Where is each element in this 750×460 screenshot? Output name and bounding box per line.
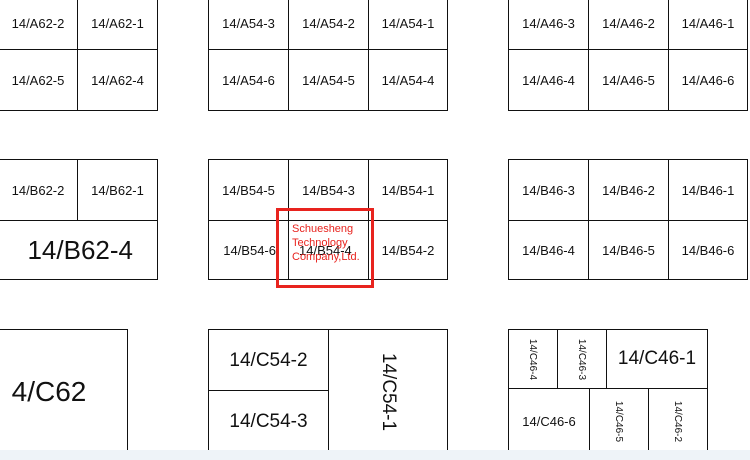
booth-label: 14/B46-2 (602, 182, 655, 198)
company-line-2: Technology (292, 237, 348, 249)
booth-14-a62-2[interactable]: 14/A62-2 (0, 0, 78, 50)
booth-label: 14/A46-6 (681, 72, 735, 88)
company-line-3: Company,Ltd. (292, 251, 360, 263)
booth-14-a46-4[interactable]: 14/A46-4 (508, 49, 589, 111)
booth-4-c62[interactable]: 4/C62 (0, 329, 128, 454)
booth-label: 14/B62-4 (27, 234, 133, 265)
booth-14-b62-4[interactable]: 14/B62-4 (0, 220, 158, 280)
booth-label: 14/C46-1 (617, 348, 697, 369)
booth-label: 14/A54-4 (381, 72, 435, 88)
booth-label: 14/B46-1 (681, 182, 735, 198)
booth-14-b54-4[interactable]: 14/B54-4 (288, 220, 369, 280)
booth-14-c46-5[interactable]: 14/C46-5 (589, 388, 649, 454)
booth-label: 4/C62 (11, 375, 87, 407)
booth-14-a54-4[interactable]: 14/A54-4 (368, 49, 448, 111)
booth-label: 14/A54-3 (222, 15, 275, 31)
booth-label: 14/C46-4 (527, 338, 539, 380)
booth-label: 14/B46-5 (602, 242, 655, 258)
booth-label: 14/B54-4 (299, 242, 352, 258)
booth-label: 14/A54-6 (222, 72, 275, 88)
booth-label: 14/B54-1 (381, 182, 435, 198)
booth-label: 14/B62-1 (91, 182, 144, 198)
booth-14-c54-2[interactable]: 14/C54-2 (208, 329, 329, 392)
booth-14-c54-1[interactable]: 14/C54-1 (328, 329, 448, 454)
booth-14-c46-1[interactable]: 14/C46-1 (606, 329, 708, 389)
booth-label: 14/A62-5 (11, 72, 65, 88)
booth-label: 14/C54-3 (229, 411, 308, 432)
booth-label: 14/A46-4 (522, 72, 575, 88)
booth-label: 14/B46-3 (522, 182, 575, 198)
booth-14-b62-2[interactable]: 14/B62-2 (0, 159, 78, 221)
booth-label: 14/C46-3 (576, 338, 588, 380)
booth-label: 14/B46-6 (681, 242, 735, 258)
booth-label: 14/B54-2 (381, 242, 435, 258)
booth-label: 14/A46-5 (602, 72, 655, 88)
booth-label: 14/B54-3 (302, 182, 355, 198)
viewport-bottom-strip (0, 450, 750, 460)
company-line-1: Schuesheng (292, 223, 354, 235)
booth-14-b46-4[interactable]: 14/B46-4 (508, 220, 589, 280)
booth-14-b54-5[interactable]: 14/B54-5 (208, 159, 289, 221)
booth-14-a46-1[interactable]: 14/A46-1 (668, 0, 748, 50)
booth-label: 14/A62-2 (11, 15, 65, 31)
booth-14-a54-1[interactable]: 14/A54-1 (368, 0, 448, 50)
booth-14-b46-5[interactable]: 14/B46-5 (588, 220, 669, 280)
booth-14-c46-3[interactable]: 14/C46-3 (557, 329, 607, 389)
booth-14-a46-6[interactable]: 14/A46-6 (668, 49, 748, 111)
exhibitor-name-label: Schuesheng Technology Company,Ltd. (292, 222, 372, 264)
booth-14-c46-6[interactable]: 14/C46-6 (508, 388, 590, 454)
booth-14-b54-2[interactable]: 14/B54-2 (368, 220, 448, 280)
booth-label: 14/A62-1 (91, 15, 144, 31)
booth-label: 14/A46-3 (522, 15, 575, 31)
booth-label: 14/C46-5 (613, 400, 625, 442)
booth-14-b46-1[interactable]: 14/B46-1 (668, 159, 748, 221)
booth-14-c46-4[interactable]: 14/C46-4 (508, 329, 558, 389)
booth-14-a46-3[interactable]: 14/A46-3 (508, 0, 589, 50)
booth-14-b46-2[interactable]: 14/B46-2 (588, 159, 669, 221)
booth-14-c54-3[interactable]: 14/C54-3 (208, 390, 329, 454)
booth-14-a54-6[interactable]: 14/A54-6 (208, 49, 289, 111)
booth-14-a54-2[interactable]: 14/A54-2 (288, 0, 369, 50)
booth-14-a62-1[interactable]: 14/A62-1 (77, 0, 158, 50)
booth-14-b54-6[interactable]: 14/B54-6 (208, 220, 289, 280)
booth-14-b62-1[interactable]: 14/B62-1 (77, 159, 158, 221)
booth-label: 14/A62-4 (91, 72, 144, 88)
booth-label: 14/A46-2 (602, 15, 655, 31)
booth-14-a46-5[interactable]: 14/A46-5 (588, 49, 669, 111)
booth-label: 14/A46-1 (681, 15, 735, 31)
exhibitor-highlight-box (276, 208, 374, 288)
booth-14-a46-2[interactable]: 14/A46-2 (588, 0, 669, 50)
booth-label: 14/C54-2 (229, 349, 308, 371)
booth-14-a62-5[interactable]: 14/A62-5 (0, 49, 78, 111)
booth-14-b46-6[interactable]: 14/B46-6 (668, 220, 748, 280)
booth-label: 14/C54-1 (377, 352, 399, 431)
booth-14-b54-1[interactable]: 14/B54-1 (368, 159, 448, 221)
booth-14-a54-3[interactable]: 14/A54-3 (208, 0, 289, 50)
booth-label: 14/B46-4 (522, 242, 575, 258)
booth-label: 14/A54-1 (381, 15, 435, 31)
booth-label: 14/A54-2 (302, 15, 355, 31)
booth-label: 14/C46-6 (522, 413, 576, 429)
booth-14-a54-5[interactable]: 14/A54-5 (288, 49, 369, 111)
booth-label: 14/B62-2 (11, 182, 65, 198)
booth-label: 14/A54-5 (302, 72, 355, 88)
booth-label: 14/B54-5 (222, 182, 275, 198)
booth-label: 14/C46-2 (672, 400, 684, 442)
booth-14-c46-2[interactable]: 14/C46-2 (648, 388, 708, 454)
booth-label: 14/B54-6 (223, 242, 276, 258)
booth-14-b46-3[interactable]: 14/B46-3 (508, 159, 589, 221)
booth-14-a62-4[interactable]: 14/A62-4 (77, 49, 158, 111)
